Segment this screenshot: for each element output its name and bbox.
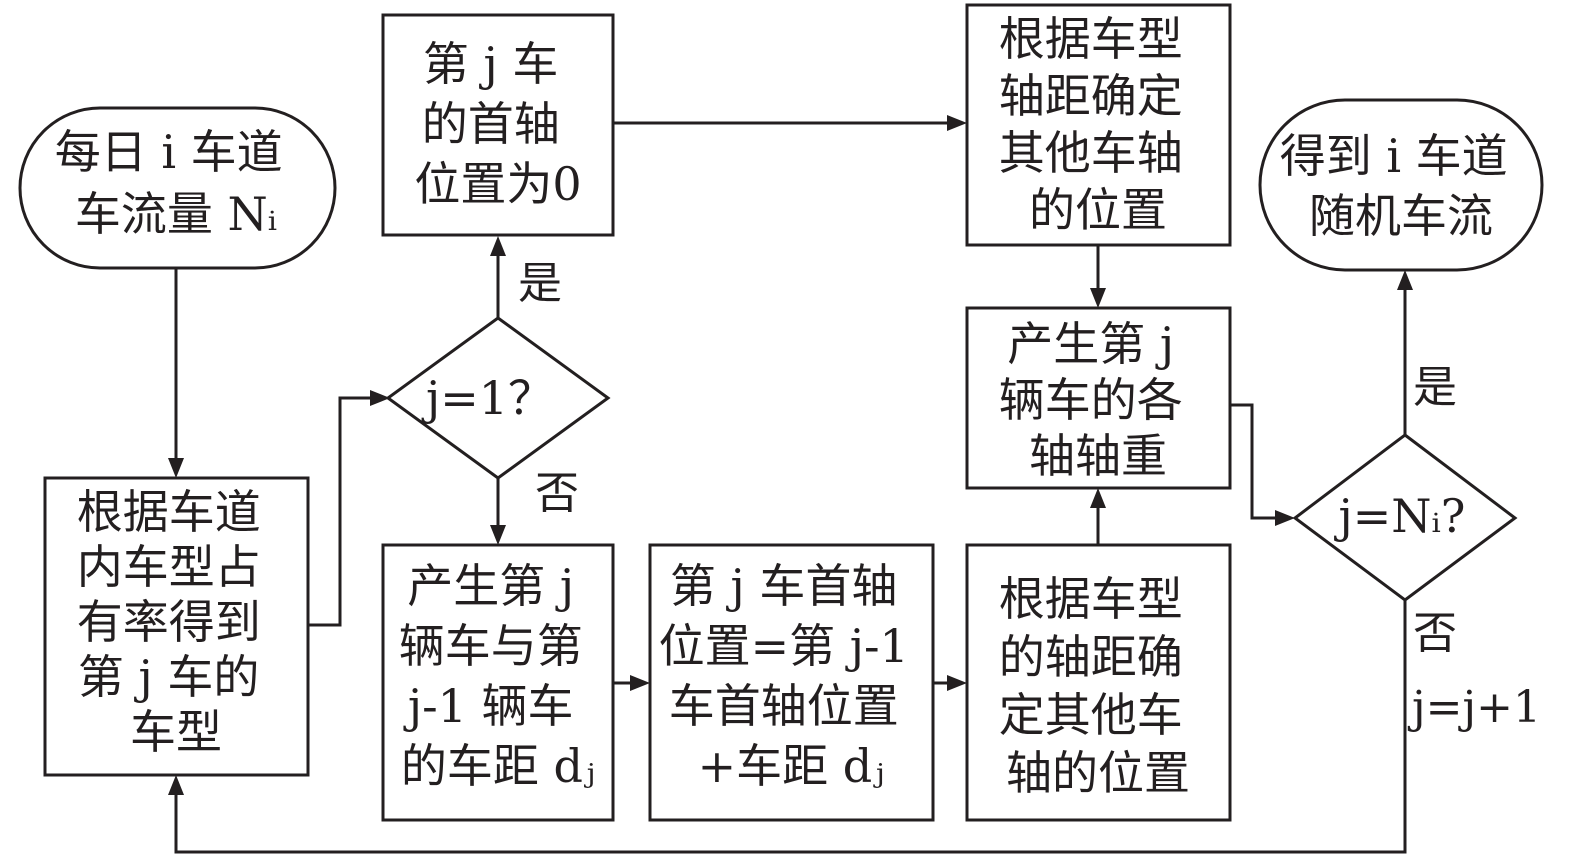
axle-weights-text: 产生第 j 辆车的各 轴轴重 <box>999 317 1198 483</box>
first-axle-zero-text: 第 j 车 的首轴 位置为0 <box>414 37 581 211</box>
edge-label-no-first: 否 <box>535 468 579 519</box>
axle-weights-line-2: 辆车的各 <box>999 373 1183 427</box>
arrowhead <box>947 675 967 691</box>
first-axle-zero-line-2: 的首轴 <box>422 97 560 151</box>
end-line-2: 随机车流 <box>1309 189 1493 243</box>
vehicle-type-line-4: 第 j 车的 <box>78 650 260 704</box>
other-axles-top-line-1: 根据车型 <box>999 12 1183 66</box>
decision-first-text: j=1？ <box>421 371 554 425</box>
arrowhead <box>490 236 506 256</box>
edge-vehicle-type-to-decision <box>308 396 372 627</box>
gap-distance-box <box>381 543 615 822</box>
gap-distance-line-2: 辆车与第 <box>399 619 583 673</box>
first-axle-zero-line-3: 位置为0 <box>414 157 581 211</box>
first-axle-pos-line-1: 第 j 车首轴 <box>670 559 898 613</box>
first-axle-pos-box <box>648 543 935 822</box>
arrowhead <box>490 525 506 545</box>
arrowhead <box>1090 488 1106 508</box>
axle-weights-line-1: 产生第 j <box>1007 317 1174 371</box>
first-axle-zero-box <box>381 13 615 237</box>
arrowhead <box>1275 510 1295 526</box>
arrowhead <box>370 390 390 406</box>
edge-label-no-last: 否 <box>1413 608 1457 659</box>
other-axles-top-line-4: 的位置 <box>1029 183 1167 237</box>
arrowhead <box>1090 288 1106 308</box>
edge-label-yes-first: 是 <box>518 258 562 309</box>
end-line-1: 得到 i 车道 <box>1280 129 1508 183</box>
vehicle-type-line-2: 内车型占 <box>77 540 261 594</box>
decision-last-text: j=Nᵢ? <box>1334 489 1466 543</box>
other-axles-bottom-line-3: 定其他车 <box>999 688 1183 742</box>
vehicle-type-box <box>43 476 310 777</box>
arrowhead <box>168 775 184 795</box>
other-axles-bottom-line-1: 根据车型 <box>999 572 1183 626</box>
first-axle-pos-line-3: 车首轴位置 <box>669 679 899 733</box>
vehicle-type-line-3: 有率得到 <box>77 595 261 649</box>
gap-distance-line-3: j-1 辆车 <box>403 679 574 733</box>
arrowhead <box>947 115 967 131</box>
first-axle-pos-line-2: 位置=第 j-1 <box>659 619 909 673</box>
gap-distance-line-1: 产生第 j <box>407 559 574 613</box>
edge-label-yes-last: 是 <box>1413 362 1457 413</box>
arrowhead <box>1397 270 1413 290</box>
first-axle-zero-line-1: 第 j 车 <box>423 37 559 91</box>
first-axle-pos-text: 第 j 车首轴 位置=第 j-1 车首轴位置 +车距 dⱼ <box>659 559 924 793</box>
other-axles-top-text: 根据车型 轴距确定 其他车轴 的位置 <box>999 12 1198 237</box>
other-axles-top-box <box>965 3 1232 247</box>
end-text: 得到 i 车道 随机车流 <box>1280 129 1523 243</box>
axle-weights-box <box>965 306 1232 490</box>
other-axles-bottom-line-4: 轴的位置 <box>1006 746 1190 800</box>
gap-distance-text: 产生第 j 辆车与第 j-1 辆车 的车距 dⱼ <box>399 559 598 793</box>
start-text: 每日 i 车道 车流量 Nᵢ <box>55 125 298 241</box>
other-axles-top-line-3: 其他车轴 <box>999 126 1183 180</box>
axle-weights-line-3: 轴轴重 <box>1029 429 1167 483</box>
edge-weights-to-decision-last <box>1230 403 1278 520</box>
edge-label-increment: j=j+1 <box>1407 682 1541 733</box>
start-line-2: 车流量 Nᵢ <box>75 187 277 241</box>
decision-first-line-1: j=1？ <box>421 371 554 425</box>
vehicle-type-line-5: 车型 <box>130 705 222 759</box>
gap-distance-line-4: 的车距 dⱼ <box>401 739 595 793</box>
other-axles-bottom-line-2: 的轴距确 <box>999 630 1183 684</box>
decision-last-line-1: j=Nᵢ? <box>1334 489 1466 543</box>
first-axle-pos-line-4: +车距 dⱼ <box>698 739 885 793</box>
end-terminal <box>1258 98 1544 272</box>
other-axles-top-line-2: 轴距确定 <box>999 69 1183 123</box>
other-axles-bottom-box <box>965 543 1232 822</box>
edge-loop-back <box>174 600 1407 854</box>
arrowhead <box>168 458 184 478</box>
start-line-1: 每日 i 车道 <box>55 125 283 179</box>
vehicle-type-line-1: 根据车道 <box>77 485 261 539</box>
vehicle-type-text: 根据车道 内车型占 有率得到 第 j 车的 车型 <box>77 485 276 759</box>
other-axles-bottom-text: 根据车型 的轴距确 定其他车 轴的位置 <box>999 572 1198 800</box>
arrowhead <box>630 675 650 691</box>
